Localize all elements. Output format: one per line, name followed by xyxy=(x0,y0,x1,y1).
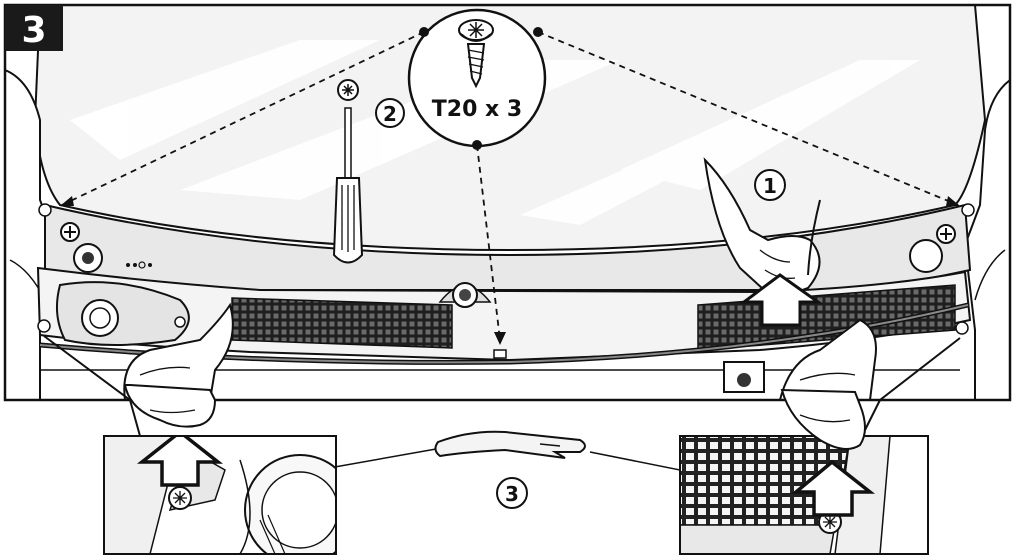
right-wiper-pivot xyxy=(909,224,956,273)
step-number: 3 xyxy=(21,10,46,51)
callout-2-label: 2 xyxy=(383,102,397,126)
dashed-leader-lines xyxy=(61,31,959,341)
panel-to-detail-lines xyxy=(129,399,881,437)
right-end-screw xyxy=(955,203,975,335)
left-wiper-pivot xyxy=(60,222,103,273)
callout-3-label: 3 xyxy=(505,482,519,506)
left-detail-arrow-icon xyxy=(136,436,224,487)
center-clip xyxy=(723,361,765,393)
main-view-frame xyxy=(3,3,1012,402)
screw-spec-label: T20 x 3 xyxy=(432,97,522,122)
left-detail-screw xyxy=(168,486,192,510)
right-fender xyxy=(963,78,1010,400)
right-lower-hand-icon xyxy=(778,318,877,400)
up-arrow-icon xyxy=(739,273,823,327)
left-fender xyxy=(5,68,57,400)
right-detail-view xyxy=(679,435,929,555)
callout-2: 2 xyxy=(375,98,405,128)
left-detail-hand-icon xyxy=(123,384,217,428)
left-housing xyxy=(55,281,190,346)
cowl-marking xyxy=(126,261,152,269)
right-detail-arrow-icon xyxy=(791,459,876,517)
callout-1: 1 xyxy=(754,169,786,201)
screwdriver-icon xyxy=(332,79,364,264)
callout-3: 3 xyxy=(496,477,528,509)
torx-screw-icon xyxy=(458,19,494,89)
center-bottom-screw xyxy=(493,349,507,359)
left-vent-mesh xyxy=(231,297,453,349)
center-cowl-screw xyxy=(438,282,492,308)
detail-leader-lines xyxy=(43,335,961,400)
callout-1-label: 1 xyxy=(763,174,777,198)
left-lower-hand-icon xyxy=(123,302,234,400)
left-detail-view xyxy=(103,435,337,555)
right-detail-hand-icon xyxy=(780,388,866,450)
step-badge: 3 xyxy=(5,5,63,51)
right-hand-icon xyxy=(703,157,821,302)
left-end-screw xyxy=(37,203,52,333)
leader-arrowheads xyxy=(60,196,960,345)
screw-magnifier: T20 x 3 xyxy=(407,8,547,150)
